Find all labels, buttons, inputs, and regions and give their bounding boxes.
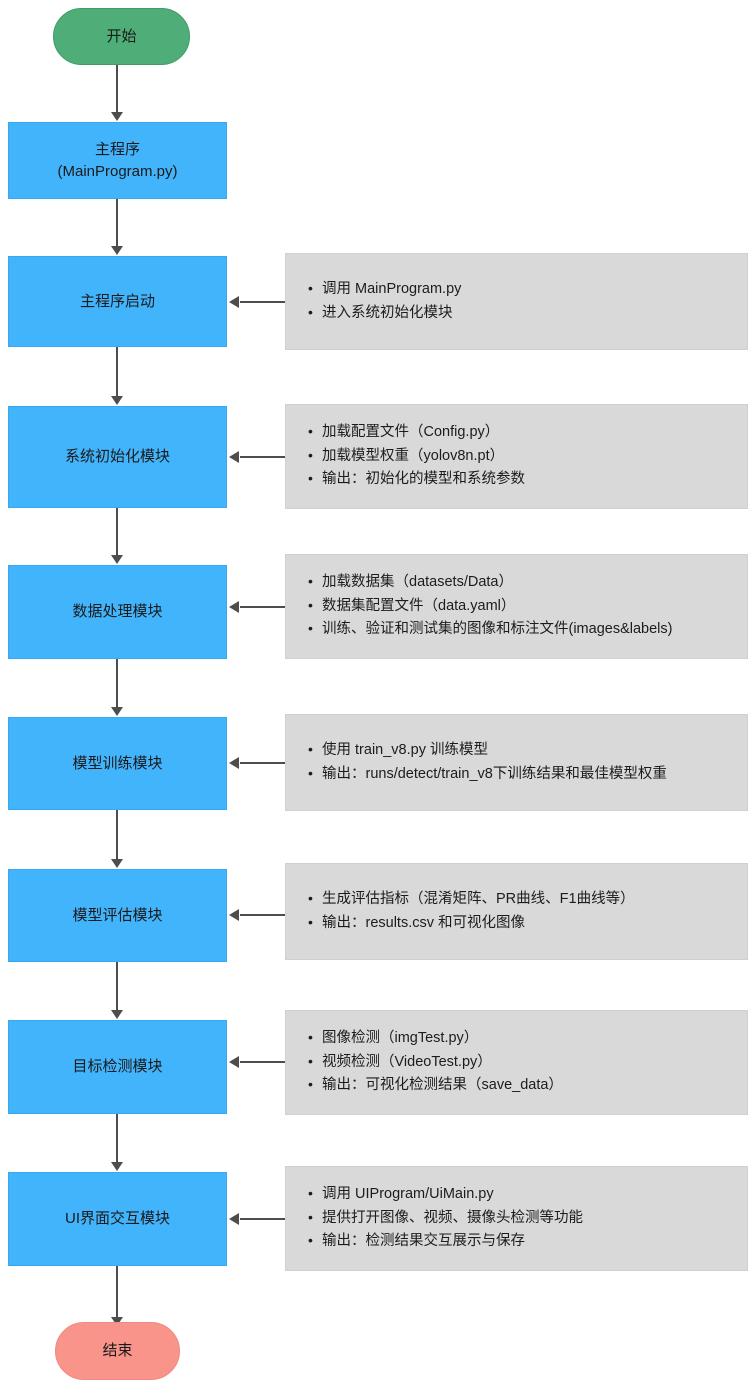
note-main-start: 调用 MainProgram.py 进入系统初始化模块 (285, 253, 748, 350)
node-ui-module-label: UI界面交互模块 (64, 1210, 170, 1228)
node-main-program[interactable]: 主程序 (MainProgram.py) (8, 122, 227, 199)
arrowhead-note-to-data-process (229, 601, 239, 613)
arrowhead-eval-to-detect (111, 1010, 123, 1019)
note-item: 训练、验证和测试集的图像和标注文件(images&labels) (308, 617, 747, 641)
arrowhead-data-to-train (111, 707, 123, 716)
connector-note-to-main-start (240, 301, 285, 303)
connector-note-to-model-eval (240, 914, 285, 916)
node-model-eval[interactable]: 模型评估模块 (8, 869, 227, 962)
note-item: 视频检测（VideoTest.py） (308, 1050, 747, 1074)
note-item: 加载配置文件（Config.py） (308, 420, 747, 444)
note-model-eval: 生成评估指标（混淆矩阵、PR曲线、F1曲线等） 输出：results.csv 和… (285, 863, 748, 960)
note-sys-init: 加载配置文件（Config.py） 加载模型权重（yolov8n.pt） 输出：… (285, 404, 748, 509)
arrowhead-note-to-ui-module (229, 1213, 239, 1225)
note-item: 加载模型权重（yolov8n.pt） (308, 444, 747, 468)
node-end[interactable]: 结束 (55, 1322, 180, 1380)
connector-start-to-main (116, 65, 118, 113)
note-item: 输出：results.csv 和可视化图像 (308, 910, 747, 935)
node-object-detect[interactable]: 目标检测模块 (8, 1020, 227, 1114)
arrowhead-note-to-main-start (229, 296, 239, 308)
connector-sysinit-to-data (116, 508, 118, 556)
connector-note-to-data-process (240, 606, 285, 608)
arrowhead-sysinit-to-data (111, 555, 123, 564)
note-item: 输出：检测结果交互展示与保存 (308, 1229, 747, 1253)
node-main-start-label: 主程序启动 (79, 292, 155, 310)
connector-ui-to-end (116, 1266, 118, 1318)
node-model-train-label: 模型训练模块 (72, 754, 163, 772)
node-model-eval-label: 模型评估模块 (72, 906, 163, 924)
arrowhead-detect-to-ui (111, 1162, 123, 1171)
node-end-label: 结束 (102, 1342, 133, 1360)
connector-note-to-object-detect (240, 1061, 285, 1063)
node-ui-module[interactable]: UI界面交互模块 (8, 1172, 227, 1266)
arrowhead-ui-to-end (111, 1317, 123, 1326)
node-main-program-label: 主程序 (MainProgram.py) (57, 140, 178, 180)
note-item: 进入系统初始化模块 (308, 300, 747, 325)
connector-note-to-ui-module (240, 1218, 285, 1220)
connector-note-to-model-train (240, 762, 285, 764)
arrowhead-note-to-sys-init (229, 451, 239, 463)
note-item: 调用 MainProgram.py (308, 277, 747, 301)
note-data-process: 加载数据集（datasets/Data） 数据集配置文件（data.yaml） … (285, 554, 748, 659)
connector-detect-to-ui (116, 1114, 118, 1163)
node-start-label: 开始 (106, 27, 137, 45)
node-data-process[interactable]: 数据处理模块 (8, 565, 227, 659)
node-start[interactable]: 开始 (53, 8, 190, 65)
connector-mainstart-to-sysinit (116, 347, 118, 397)
note-model-train: 使用 train_v8.py 训练模型 输出：runs/detect/train… (285, 714, 748, 811)
connector-main-to-mainstart (116, 199, 118, 247)
connector-data-to-train (116, 659, 118, 708)
note-item: 使用 train_v8.py 训练模型 (308, 738, 747, 762)
note-item: 数据集配置文件（data.yaml） (308, 594, 747, 618)
node-data-process-label: 数据处理模块 (72, 603, 163, 621)
node-sys-init[interactable]: 系统初始化模块 (8, 406, 227, 508)
note-item: 加载数据集（datasets/Data） (308, 570, 747, 594)
node-object-detect-label: 目标检测模块 (72, 1058, 163, 1076)
node-model-train[interactable]: 模型训练模块 (8, 717, 227, 810)
note-ui-module: 调用 UIProgram/UiMain.py 提供打开图像、视频、摄像头检测等功… (285, 1166, 748, 1271)
connector-note-to-sys-init (240, 456, 285, 458)
note-object-detect: 图像检测（imgTest.py） 视频检测（VideoTest.py） 输出：可… (285, 1010, 748, 1115)
arrowhead-note-to-model-eval (229, 909, 239, 921)
note-item: 输出：runs/detect/train_v8下训练结果和最佳模型权重 (308, 761, 747, 786)
note-item: 输出：初始化的模型和系统参数 (308, 467, 747, 491)
connector-eval-to-detect (116, 962, 118, 1011)
arrowhead-start-to-main (111, 112, 123, 121)
note-item: 输出：可视化检测结果（save_data） (308, 1073, 747, 1097)
node-main-start[interactable]: 主程序启动 (8, 256, 227, 347)
arrowhead-train-to-eval (111, 859, 123, 868)
arrowhead-note-to-model-train (229, 757, 239, 769)
note-item: 调用 UIProgram/UiMain.py (308, 1182, 747, 1206)
arrowhead-main-to-mainstart (111, 246, 123, 255)
node-sys-init-label: 系统初始化模块 (64, 448, 170, 466)
arrowhead-note-to-object-detect (229, 1056, 239, 1068)
note-item: 提供打开图像、视频、摄像头检测等功能 (308, 1206, 747, 1230)
note-item: 生成评估指标（混淆矩阵、PR曲线、F1曲线等） (308, 887, 747, 911)
arrowhead-mainstart-to-sysinit (111, 396, 123, 405)
connector-train-to-eval (116, 810, 118, 860)
note-item: 图像检测（imgTest.py） (308, 1026, 747, 1050)
